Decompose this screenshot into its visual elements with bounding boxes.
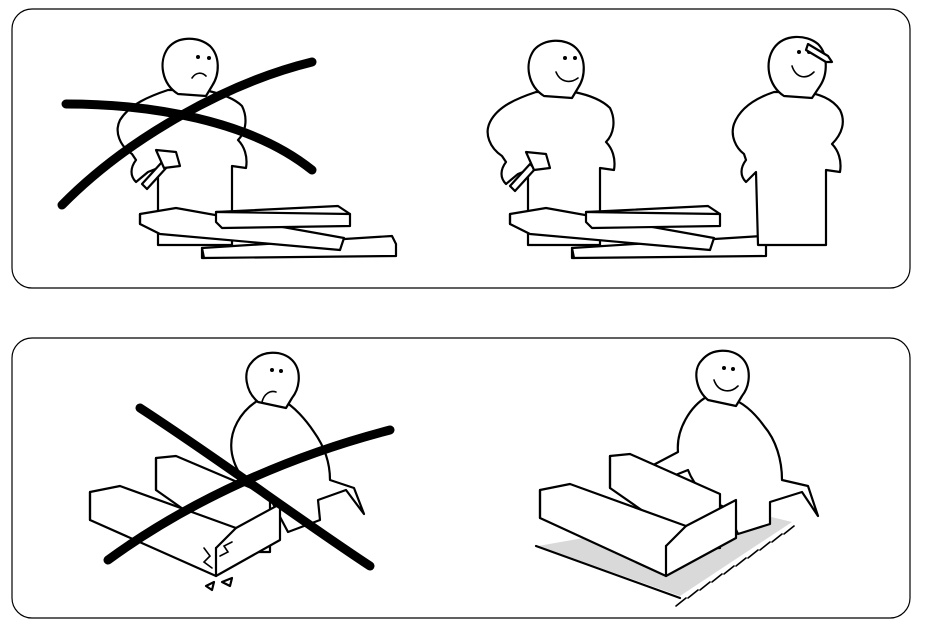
prohibition-cross xyxy=(135,403,375,571)
person-two-body xyxy=(731,90,844,247)
person-kneeling-body xyxy=(230,396,366,534)
hammer-icon xyxy=(508,150,552,193)
furniture-frame xyxy=(538,452,738,578)
person-one-head xyxy=(527,39,585,100)
person-alone-eye xyxy=(196,55,200,59)
rug-edge xyxy=(534,544,682,600)
scene-with-helper-approved xyxy=(486,35,844,260)
pencil-icon xyxy=(804,42,834,64)
person-alone-frown xyxy=(191,72,207,79)
person-alone-eye xyxy=(207,56,211,60)
scene-on-rug-approved xyxy=(534,349,820,607)
crack-mark xyxy=(202,547,213,569)
person-kneeling-eye xyxy=(270,368,274,372)
crack-mark xyxy=(219,541,233,557)
hammer-icon xyxy=(140,148,182,191)
person-kneeling-head xyxy=(245,351,300,410)
bottom-panel xyxy=(11,337,911,619)
person-alone-body xyxy=(116,88,248,247)
person-one-eye xyxy=(573,56,577,60)
rug-fringe xyxy=(675,525,795,607)
scene-alone-crossed-out xyxy=(57,37,398,260)
person-one-eye xyxy=(563,56,567,60)
scene-hard-floor-crossed-out xyxy=(88,351,395,592)
broken-chip xyxy=(220,576,234,588)
furniture-frame xyxy=(88,454,282,592)
person-one-body xyxy=(486,90,616,247)
prohibition-cross xyxy=(103,425,395,565)
person-rug-eye xyxy=(731,367,735,371)
person-two-head xyxy=(767,35,827,100)
person-one-smile xyxy=(555,71,579,83)
person-two-eye xyxy=(797,50,801,54)
person-alone-head xyxy=(161,37,219,98)
person-rug-head xyxy=(695,349,750,408)
person-rug-smile xyxy=(713,379,739,392)
flat-pack-boards xyxy=(138,204,398,260)
person-kneeling-eye xyxy=(279,369,283,373)
prohibition-cross xyxy=(57,57,317,210)
prohibition-cross xyxy=(61,99,317,175)
flat-pack-boards xyxy=(508,204,768,260)
broken-chip xyxy=(204,580,216,592)
person-kneeling-worry xyxy=(261,390,277,403)
top-panel xyxy=(11,8,911,289)
person-rug-eye xyxy=(722,366,726,370)
person-rug-body xyxy=(638,394,820,536)
person-two-smile xyxy=(791,65,815,78)
